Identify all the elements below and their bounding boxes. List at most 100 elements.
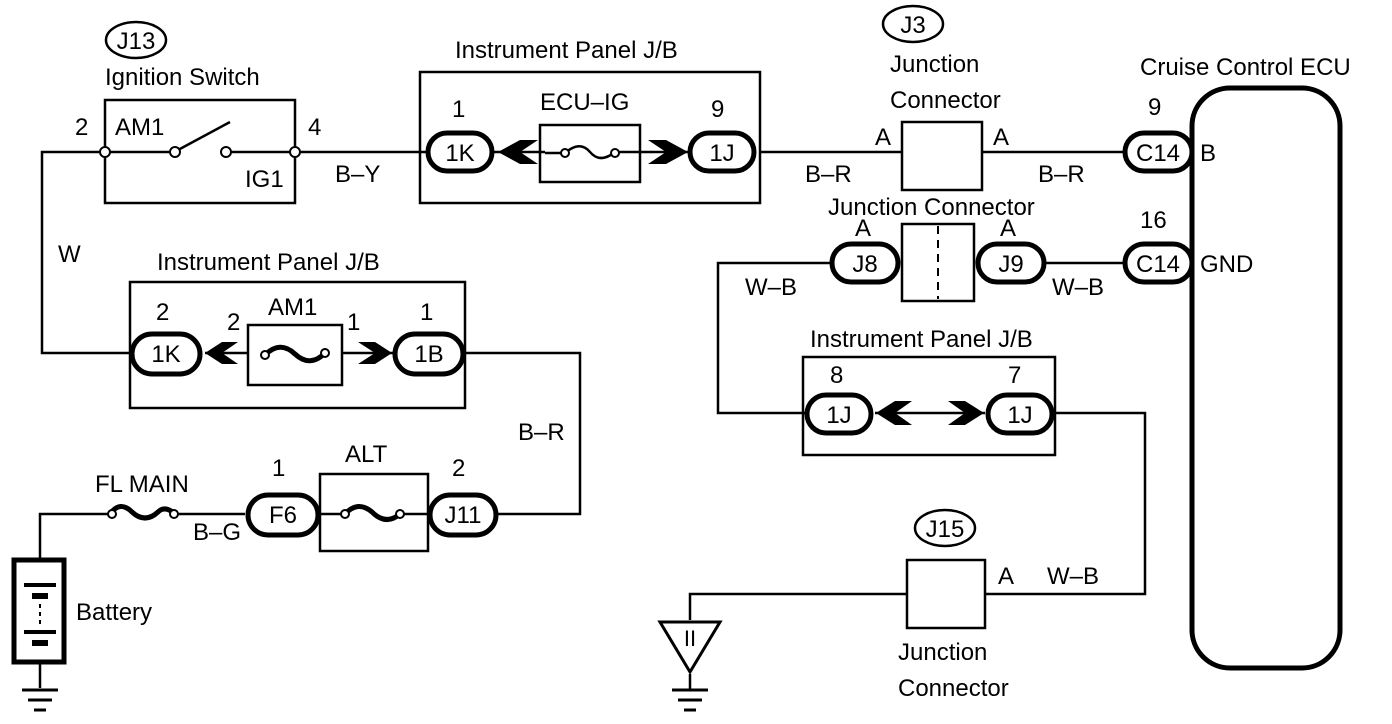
- connector-1k-top: [425, 130, 495, 174]
- wire-fl-main-to-battery: [38, 512, 110, 560]
- instrument-panel-jb-right: Instrument Panel J/B 8 7 1J 1J: [801, 326, 1057, 457]
- ignition-terminal-2: [99, 146, 111, 158]
- connector-j11: [427, 492, 499, 538]
- connector-c14-bottom-label: C14: [1136, 251, 1180, 278]
- j15-label-line2: Connector: [898, 675, 1009, 702]
- jb-left-pin-outer-left: 2: [156, 299, 169, 326]
- alt-fuse-terminal-right: [395, 509, 405, 519]
- cruise-control-ecu: Cruise Control ECU 9 16 C14 C14 B GND: [1122, 54, 1351, 671]
- ecu-pin-9: 9: [1148, 94, 1161, 121]
- wires: [38, 150, 1147, 690]
- j9-pin: A: [1000, 215, 1016, 242]
- connector-1j-top: [687, 130, 757, 174]
- connector-j9: [975, 241, 1047, 285]
- switch-blade-icon: [177, 120, 231, 152]
- instrument-panel-jb-top: Instrument Panel J/B ECU–IG 1 9 1K 1J: [418, 37, 762, 205]
- connector-1j-right-label: 1J: [1007, 402, 1032, 429]
- wire-label-w-b-bottom: W–B: [1047, 563, 1099, 590]
- j13-badge: [104, 20, 168, 60]
- connector-1k-left: [129, 331, 203, 377]
- junction-connector-j3: J3 Junction Connector A A: [875, 4, 1009, 192]
- connector-j9-label: J9: [998, 251, 1023, 278]
- ecu-title: Cruise Control ECU: [1140, 54, 1351, 81]
- j15-pin: A: [998, 563, 1014, 590]
- jb-right-arrow-right-icon: [948, 401, 984, 425]
- battery-body: [11, 557, 67, 665]
- ecu-ig-fuse-terminal-right: [610, 148, 620, 158]
- wire-label-b-g: B–G: [193, 519, 241, 546]
- switch-contact-right: [220, 146, 232, 158]
- ground-symbol-label: II: [684, 626, 696, 651]
- jb-left-box: [128, 280, 467, 410]
- wire-label-w: W: [58, 241, 81, 268]
- wire-b-r-side: [464, 351, 582, 516]
- junction-connector-mid-box: [900, 222, 976, 303]
- am1-fuse-label: AM1: [268, 294, 317, 321]
- connector-j8-label: J8: [852, 251, 877, 278]
- connector-c14-top: [1122, 130, 1195, 174]
- am1-arrow-left-icon: [205, 342, 238, 364]
- junction-connector-j15: J15 A Junction Connector II: [657, 508, 1014, 712]
- connector-1j-right: [985, 392, 1055, 436]
- ignition-pin-2: 2: [75, 114, 88, 141]
- ecu-terminal-b: B: [1200, 140, 1216, 167]
- ecu-ig-fuse-box: [538, 123, 642, 184]
- ignition-switch-title: Ignition Switch: [105, 64, 260, 91]
- connector-1b-label: 1B: [414, 341, 443, 368]
- j3-label-line2: Connector: [890, 87, 1001, 114]
- connector-1k-left-label: 1K: [151, 341, 180, 368]
- ground-triangle-icon: [657, 620, 723, 675]
- j15-label-line1: Junction: [898, 639, 987, 666]
- connector-f6-label: F6: [269, 502, 297, 529]
- jb-left-title: Instrument Panel J/B: [157, 249, 380, 276]
- connector-1j-left: [804, 392, 874, 436]
- ignition-terminal-4: [289, 146, 301, 158]
- jb-right-title: Instrument Panel J/B: [810, 326, 1033, 353]
- alt-pin-1: 1: [272, 455, 285, 482]
- jb-top-pin-1: 1: [452, 96, 465, 123]
- am1-fuse-icon: [263, 344, 327, 364]
- j3-badge: [881, 4, 945, 44]
- jb-right-pin-7: 7: [1008, 362, 1021, 389]
- connector-arrow-left-icon: [498, 140, 538, 164]
- ecu-pin-16: 16: [1140, 207, 1167, 234]
- wire-label-b-r-top-left: B–R: [805, 161, 852, 188]
- junction-connector-mid-title: Junction Connector: [828, 194, 1035, 221]
- connector-j11-label: J11: [445, 502, 482, 529]
- fl-main-fuse-icon: [107, 504, 177, 521]
- am1-fuse-box: [246, 323, 344, 387]
- wire-w-b-bottom: [985, 411, 1147, 596]
- j3-code: J3: [900, 12, 925, 39]
- wire-label-w-b-mid: W–B: [1052, 274, 1104, 301]
- fl-main-label: FL MAIN: [95, 471, 189, 498]
- ignition-pin-4: 4: [308, 114, 321, 141]
- ecu-body: [1189, 85, 1343, 671]
- junction-connector-j8-j9: Junction Connector A A J8 J9: [828, 194, 1047, 303]
- fl-main-terminal-right: [169, 509, 179, 519]
- connector-1k-top-label: 1K: [445, 140, 474, 167]
- wire-w-b-left: [716, 261, 832, 415]
- j8-pin: A: [855, 215, 871, 242]
- j15-badge: [913, 508, 977, 548]
- wire-label-w-b-left: W–B: [745, 274, 797, 301]
- ecu-ig-label: ECU–IG: [540, 89, 629, 116]
- connector-arrow-right-icon: [648, 140, 688, 164]
- chassis-ground-icon: [672, 688, 708, 712]
- ignition-switch: J13 Ignition Switch AM1 IG1 2 4: [75, 20, 321, 205]
- j15-code: J15: [926, 516, 965, 543]
- j13-code: J13: [117, 28, 156, 55]
- jb-right-arrow-left-icon: [876, 401, 912, 425]
- connector-1j-top-label: 1J: [709, 140, 734, 167]
- alt-fuse-terminal-left: [340, 509, 350, 519]
- ecu-terminal-gnd: GND: [1200, 251, 1253, 278]
- battery-ground-icon: [22, 688, 58, 712]
- wire-j15-ground: [688, 592, 907, 620]
- am1-fuse-terminal-right: [320, 348, 330, 358]
- am1-fuse-terminal-left: [260, 350, 270, 360]
- wire-label-b-y: B–Y: [335, 161, 380, 188]
- alt-fuse-label: ALT: [345, 441, 388, 468]
- j3-box: [900, 120, 984, 192]
- jb-right-pin-8: 8: [830, 362, 843, 389]
- battery-label: Battery: [76, 599, 152, 626]
